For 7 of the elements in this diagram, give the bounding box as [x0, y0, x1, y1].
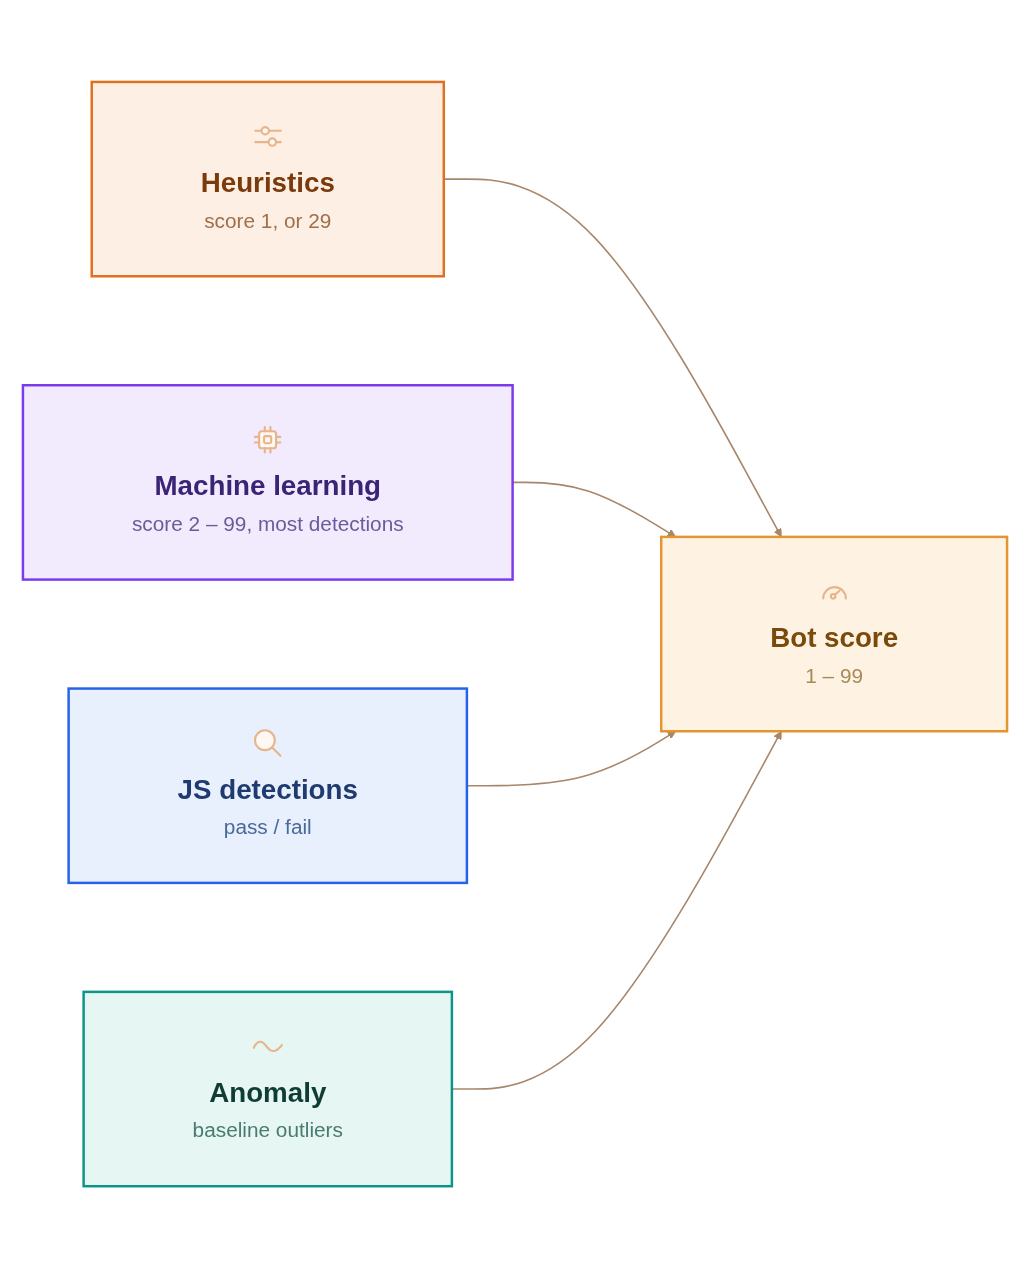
node-box: JS detections pass / fail — [67, 687, 469, 885]
node-box: Heuristics score 1, or 29 — [90, 80, 446, 278]
node-box: Machine learning score 2 – 99, most detections — [21, 383, 514, 581]
arrow — [451, 730, 782, 1090]
arrow — [466, 730, 677, 787]
node-box: Anomaly baseline outliers — [82, 990, 454, 1188]
node-box: Bot score 1 – 99 — [659, 535, 1009, 733]
